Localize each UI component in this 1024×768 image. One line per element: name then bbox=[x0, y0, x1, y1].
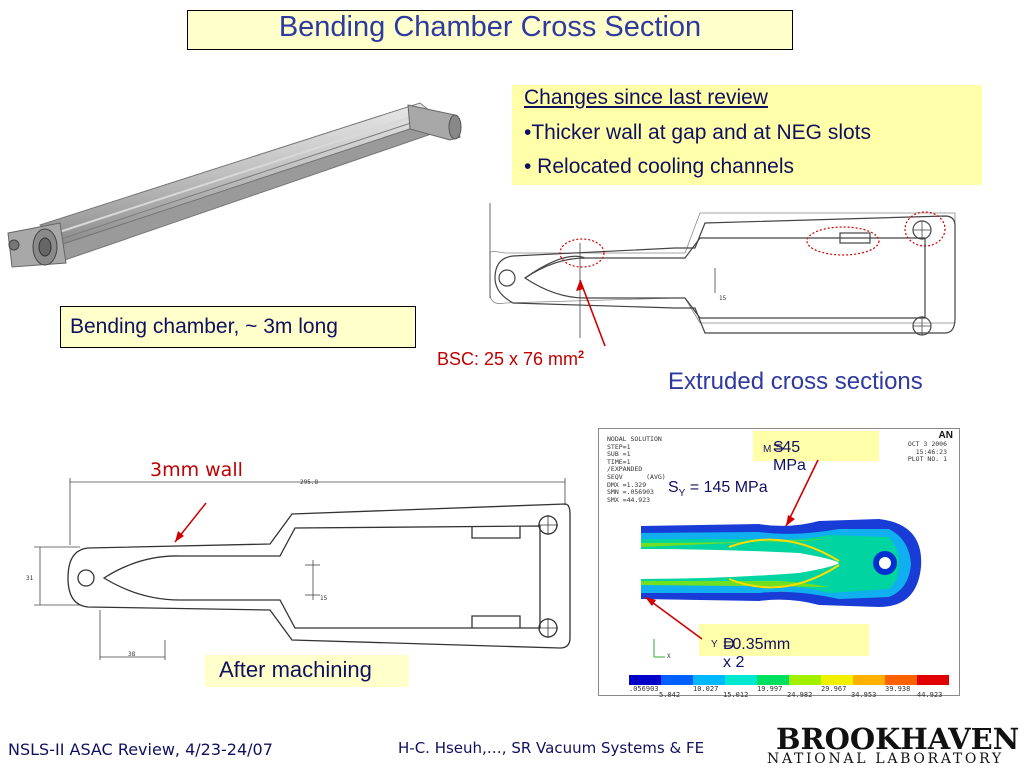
scale-label: 39.938 bbox=[885, 685, 911, 693]
dimension-height: 31 bbox=[26, 575, 34, 582]
after-machining-box: After machining bbox=[205, 655, 409, 687]
scale-label: 15.012 bbox=[723, 691, 749, 699]
scale-label: 10.027 bbox=[693, 685, 719, 693]
scale-swatch bbox=[757, 675, 789, 685]
scale-swatch bbox=[629, 675, 661, 685]
sm-rest: =45 MPa bbox=[773, 439, 806, 474]
scale-swatch bbox=[853, 675, 885, 685]
scale-label: .056903 bbox=[629, 685, 659, 693]
bsc-superscript: 2 bbox=[578, 349, 585, 361]
dimension-overall: 295.8 bbox=[300, 479, 318, 486]
footer-center: H-C. Hseuh,…, SR Vacuum Systems & FE bbox=[398, 739, 705, 757]
sy-label: SY = 145 MPa bbox=[668, 479, 768, 499]
scale-label: 5.042 bbox=[659, 691, 681, 699]
scale-swatch bbox=[693, 675, 725, 685]
changes-box: Changes since last review •Thicker wall … bbox=[512, 85, 982, 185]
color-scale bbox=[629, 675, 949, 685]
scale-swatch bbox=[661, 675, 693, 685]
sm-main: S bbox=[773, 439, 784, 456]
changes-item: • Relocated cooling channels bbox=[524, 155, 795, 178]
chamber-3d-render bbox=[7, 102, 462, 268]
scale-swatch bbox=[725, 675, 757, 685]
dimension-offset: 38 bbox=[128, 651, 136, 658]
title-box: Bending Chamber Cross Section bbox=[187, 10, 793, 50]
machined-cross-section-drawing: 295.8 31 15 38 bbox=[26, 478, 571, 660]
slide-title: Bending Chamber Cross Section bbox=[278, 11, 702, 43]
dy-rest: =0.35mm x 2 bbox=[723, 636, 791, 671]
scale-label: 44.923 bbox=[917, 691, 943, 699]
changes-item: •Thicker wall at gap and at NEG slots bbox=[524, 121, 872, 144]
scale-label: 34.953 bbox=[851, 691, 877, 699]
dimension-gap: 15 bbox=[320, 595, 328, 602]
extruded-caption: Extruded cross sections bbox=[668, 368, 923, 395]
wall-label: 3mm wall bbox=[150, 459, 243, 481]
dy-sub: Y bbox=[711, 639, 718, 651]
chamber-caption: Bending chamber, ~ 3m long bbox=[70, 315, 338, 338]
chamber-caption-box: Bending chamber, ~ 3m long bbox=[60, 306, 416, 348]
callout-arrows bbox=[644, 459, 819, 640]
sy-sub: Y bbox=[678, 488, 686, 500]
changes-heading: Changes since last review bbox=[524, 86, 768, 109]
scale-label: 19.997 bbox=[757, 685, 783, 693]
scale-swatch bbox=[789, 675, 821, 685]
after-machining-label: After machining bbox=[219, 657, 372, 682]
dy-main: D bbox=[723, 636, 735, 653]
scale-label: 29.967 bbox=[821, 685, 847, 693]
ansys-logo: AN bbox=[938, 430, 953, 441]
sy-main: S bbox=[668, 479, 679, 496]
svg-text:X: X bbox=[667, 653, 671, 660]
extruded-cross-section-drawing: 15 bbox=[489, 203, 956, 347]
scale-label: 24.982 bbox=[787, 691, 813, 699]
scale-swatch bbox=[885, 675, 917, 685]
bsc-text: BSC: 25 x 76 mm bbox=[437, 349, 579, 369]
stress-contour: X bbox=[641, 519, 922, 660]
footer-left: NSLS-II ASAC Review, 4/23-24/07 bbox=[8, 740, 273, 759]
dimension-gap-top: 15 bbox=[719, 295, 727, 302]
brookhaven-logo: BROOKHAVEN bbox=[776, 722, 1020, 756]
sm-sub: M bbox=[763, 444, 772, 456]
national-laboratory-text: NATIONAL LABORATORY bbox=[767, 751, 1004, 767]
bsc-label: BSC: 25 x 76 mm2 bbox=[437, 349, 584, 370]
scale-swatch bbox=[917, 675, 949, 685]
scale-swatch bbox=[821, 675, 853, 685]
sy-rest: = 145 MPa bbox=[685, 479, 768, 496]
